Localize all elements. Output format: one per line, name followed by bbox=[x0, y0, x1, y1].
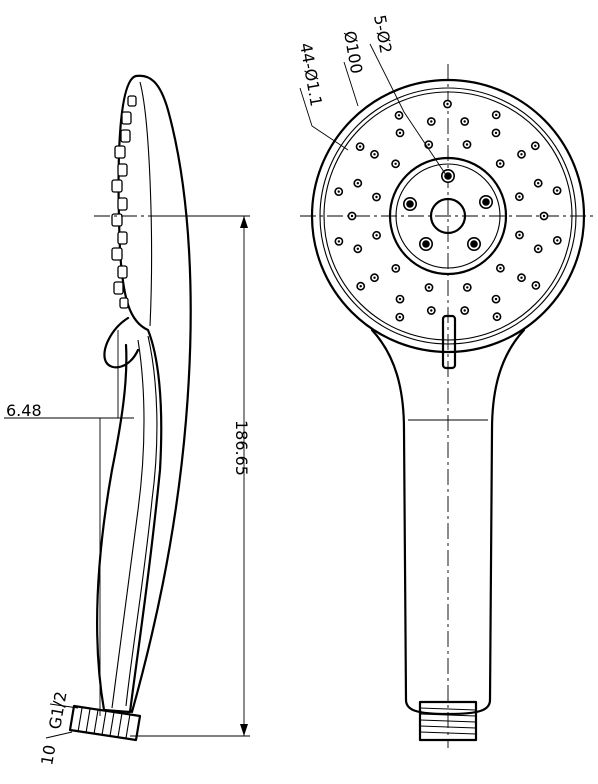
spray-hole-small-center bbox=[398, 297, 402, 301]
spray-hole-small-center bbox=[520, 153, 523, 156]
spray-hole-small-center bbox=[398, 131, 402, 135]
arrow-down bbox=[240, 724, 248, 736]
dim-10-leader bbox=[45, 731, 73, 739]
dim-side-offset: 6.48 bbox=[6, 401, 42, 420]
arrow-up bbox=[240, 216, 248, 228]
spray-hole-small-center bbox=[466, 286, 469, 289]
side-view-lever bbox=[103, 316, 140, 369]
spray-hole-small-center bbox=[427, 286, 431, 289]
leader-small-holes bbox=[299, 87, 349, 151]
spray-hole-small-center bbox=[337, 240, 341, 243]
spray-hole-small-center bbox=[494, 131, 498, 135]
spray-hole-small-center bbox=[463, 120, 466, 123]
spray-hole-large-center bbox=[422, 240, 430, 248]
dim-thread: G1/2 bbox=[45, 690, 70, 731]
side-view-thread bbox=[68, 704, 142, 742]
spray-hole-small-center bbox=[373, 276, 376, 279]
spray-hole-small-center bbox=[537, 247, 540, 250]
spray-hole-small-center bbox=[537, 182, 540, 185]
side-nozzle bbox=[113, 281, 124, 295]
spray-hole-small-center bbox=[463, 309, 466, 312]
spray-hole-small-center bbox=[446, 102, 449, 106]
side-nozzle bbox=[121, 111, 132, 125]
spray-hole-small-center bbox=[518, 195, 521, 198]
spray-hole-large-center bbox=[470, 240, 478, 248]
spray-hole-small-center bbox=[394, 162, 397, 165]
side-nozzle bbox=[117, 197, 128, 211]
spray-hole-small-center bbox=[499, 267, 502, 270]
front-lever bbox=[441, 314, 457, 370]
spray-hole-small-center bbox=[430, 120, 433, 123]
spray-hole-small-center bbox=[542, 214, 546, 218]
front-spray-holes bbox=[334, 99, 562, 322]
side-nozzle bbox=[111, 213, 123, 227]
spray-hole-small-center bbox=[358, 145, 362, 148]
spray-hole-small-center bbox=[499, 162, 502, 165]
spray-hole-small-center bbox=[494, 297, 498, 301]
leader-large-holes bbox=[369, 43, 449, 179]
spray-hole-small-center bbox=[375, 195, 378, 199]
spray-hole-small-center bbox=[350, 214, 354, 218]
side-nozzle bbox=[119, 297, 129, 309]
spray-hole-large-center bbox=[482, 198, 490, 206]
spray-hole-small-center bbox=[397, 114, 401, 117]
spray-hole-small-center bbox=[356, 247, 359, 250]
side-nozzle bbox=[120, 129, 131, 143]
spray-hole-small-center bbox=[534, 284, 538, 287]
spray-hole-small-center bbox=[430, 309, 433, 312]
spray-hole-small-center bbox=[398, 315, 401, 319]
side-dimensions bbox=[4, 215, 250, 739]
side-view bbox=[68, 74, 248, 742]
side-nozzle bbox=[117, 231, 128, 245]
side-nozzle bbox=[111, 179, 123, 193]
callout-face-diameter: Ø100 bbox=[340, 29, 366, 75]
side-view-nozzles bbox=[111, 95, 137, 309]
spray-hole-small-center bbox=[495, 113, 498, 117]
front-handle-outline bbox=[370, 328, 526, 716]
spray-hole-large-center bbox=[444, 172, 452, 180]
dim-thread-length: 10 bbox=[37, 743, 59, 766]
spray-hole-small-center bbox=[465, 143, 469, 146]
side-nozzle bbox=[114, 145, 126, 159]
leader-face-diameter bbox=[343, 61, 359, 107]
callout-small-holes: 44-Ø1.1 bbox=[296, 41, 326, 107]
callout-large-holes: 5-Ø2 bbox=[370, 13, 395, 54]
spray-hole-small-center bbox=[337, 190, 340, 193]
spray-hole-small-center bbox=[356, 182, 359, 185]
spray-hole-small-center bbox=[495, 315, 499, 318]
side-nozzle bbox=[111, 247, 123, 261]
spray-hole-small-center bbox=[556, 239, 559, 242]
side-nozzle bbox=[117, 265, 128, 279]
dim-thread-leader bbox=[49, 703, 79, 709]
spray-hole-small-center bbox=[373, 153, 376, 156]
side-nozzle bbox=[127, 95, 137, 107]
side-view-handle-groove bbox=[125, 335, 158, 707]
spray-hole-small-center bbox=[518, 233, 521, 237]
spray-hole-small-center bbox=[555, 189, 559, 192]
spray-hole-large-center bbox=[406, 200, 414, 208]
dim-overall-length: 186.65 bbox=[232, 420, 251, 476]
front-view bbox=[299, 43, 596, 748]
spray-hole-small-center bbox=[394, 267, 397, 270]
side-view-face-line bbox=[139, 81, 153, 327]
spray-hole-small-center bbox=[375, 234, 378, 237]
spray-hole-small-center bbox=[534, 144, 537, 147]
spray-hole-small-center bbox=[427, 143, 430, 146]
side-nozzle bbox=[117, 163, 128, 177]
side-view-handle-groove-2 bbox=[111, 339, 145, 709]
spray-hole-small-center bbox=[359, 285, 362, 288]
spray-hole-small-center bbox=[520, 276, 523, 279]
